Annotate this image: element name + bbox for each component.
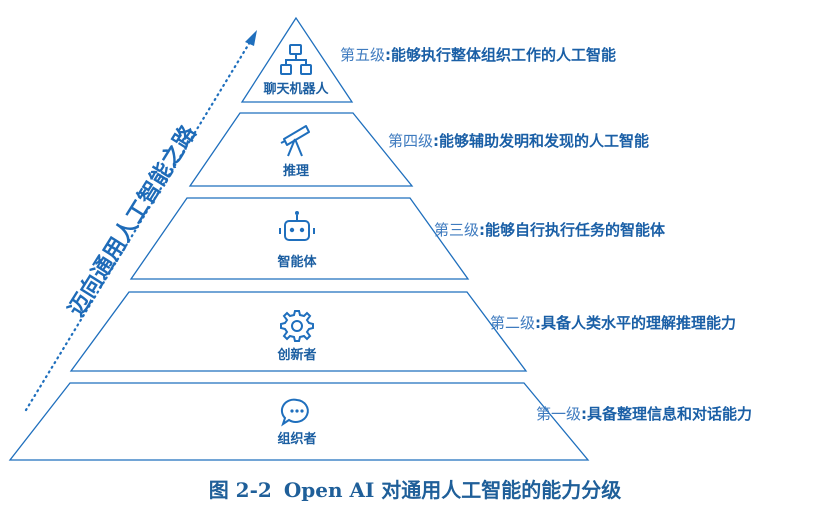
level-5-number: 第五级: [340, 46, 385, 64]
level-2-label: 第二级:具备人类水平的理解推理能力: [490, 314, 736, 332]
progress-arrow-line: [24, 40, 252, 412]
level-4-number: 第四级: [388, 132, 433, 150]
level-1-label: 第一级:具备整理信息和对话能力: [536, 405, 752, 423]
level-3-colon: :: [479, 221, 485, 239]
tier-4-shape: [188, 112, 414, 187]
progress-arrow-head: [245, 30, 257, 46]
level-5-colon: :: [385, 46, 391, 64]
level-4-desc: 能够辅助发明和发现的人工智能: [439, 132, 649, 150]
level-1-colon: :: [581, 405, 587, 423]
tier-5-shape: [240, 16, 354, 103]
tier-3-shape: [129, 197, 470, 280]
level-5-desc: 能够执行整体组织工作的人工智能: [391, 46, 616, 64]
robot-icon: [279, 211, 315, 241]
tier-2-shape: [69, 291, 528, 372]
tier-3-name: 智能体: [277, 254, 317, 270]
level-2-desc: 具备人类水平的理解推理能力: [541, 314, 736, 332]
tier-5-name: 聊天机器人: [263, 81, 329, 97]
level-3-desc: 能够自行执行任务的智能体: [485, 221, 666, 239]
level-5-label: 第五级:能够执行整体组织工作的人工智能: [340, 46, 616, 64]
tier-2-name: 创新者: [276, 347, 316, 363]
side-title: 迈向通用人工智能之路: [63, 120, 202, 321]
level-4-colon: :: [433, 132, 439, 150]
level-3-number: 第三级: [434, 221, 479, 239]
level-4-label: 第四级:能够辅助发明和发现的人工智能: [388, 132, 649, 150]
level-3-label: 第三级:能够自行执行任务的智能体: [434, 221, 666, 239]
figure-caption: 图 2-2 Open AI 对通用人工智能的能力分级: [0, 474, 830, 503]
org-chart-icon: [280, 44, 312, 75]
level-1-desc: 具备整理信息和对话能力: [587, 405, 752, 423]
level-2-colon: :: [535, 314, 541, 332]
tier-1-shape: [8, 382, 590, 461]
gear-icon: [280, 310, 314, 342]
tier-4-name: 推理: [283, 163, 309, 179]
chat-bubble-icon: [280, 398, 309, 427]
caption-text: Open AI 对通用人工智能的能力分级: [283, 478, 622, 502]
level-1-number: 第一级: [536, 405, 581, 423]
caption-figure-number: 图 2-2: [208, 478, 272, 502]
level-2-number: 第二级: [490, 314, 535, 332]
telescope-icon: [280, 125, 310, 157]
tier-1-name: 组织者: [277, 431, 316, 447]
